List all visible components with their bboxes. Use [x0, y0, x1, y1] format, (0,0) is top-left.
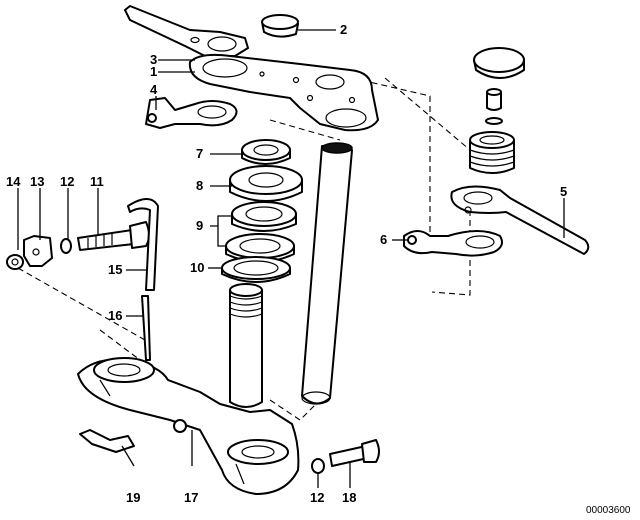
- fork-tube: [301, 142, 353, 405]
- label-5: 5: [560, 184, 567, 199]
- label-14: 14: [6, 174, 21, 189]
- label-10: 10: [190, 260, 204, 275]
- label-6: 6: [380, 232, 387, 247]
- part-labels: 2 3 1 4 7 8 9 10 14 13 12 11 15 16 5 6 1…: [6, 22, 631, 516]
- reference-code: 00003600: [586, 505, 631, 516]
- lower-clamp-hardware: [311, 439, 380, 474]
- label-15: 15: [108, 262, 122, 277]
- steering-bearing-stack: [221, 139, 303, 283]
- upper-handlebar-bracket: [124, 5, 249, 57]
- mounting-bracket-right: [403, 230, 503, 257]
- label-2: 2: [340, 22, 347, 37]
- label-11: 11: [90, 174, 104, 189]
- cable-and-pin: [127, 198, 159, 361]
- label-17: 17: [184, 490, 198, 505]
- label-19: 19: [126, 490, 140, 505]
- label-3: 3: [150, 52, 157, 67]
- label-4: 4: [150, 82, 158, 97]
- right-clamp-assembly: [450, 47, 590, 255]
- label-16: 16: [108, 308, 122, 323]
- steering-stem-tube: [229, 283, 263, 408]
- label-12: 12: [60, 174, 74, 189]
- mounting-bracket-left: [145, 97, 238, 129]
- label-12-lower: 12: [310, 490, 324, 505]
- leader-lines: [17, 29, 565, 488]
- label-18: 18: [342, 490, 356, 505]
- label-9: 9: [196, 218, 203, 233]
- lower-fork-bridge: [77, 357, 300, 495]
- cap-nut-top: [261, 14, 299, 38]
- left-clamp-hardware: [6, 221, 150, 270]
- label-1: 1: [150, 64, 157, 79]
- cable-clip: [79, 429, 135, 453]
- upper-fork-bridge: [188, 53, 379, 132]
- label-13: 13: [30, 174, 44, 189]
- label-8: 8: [196, 178, 203, 193]
- label-7: 7: [196, 146, 203, 161]
